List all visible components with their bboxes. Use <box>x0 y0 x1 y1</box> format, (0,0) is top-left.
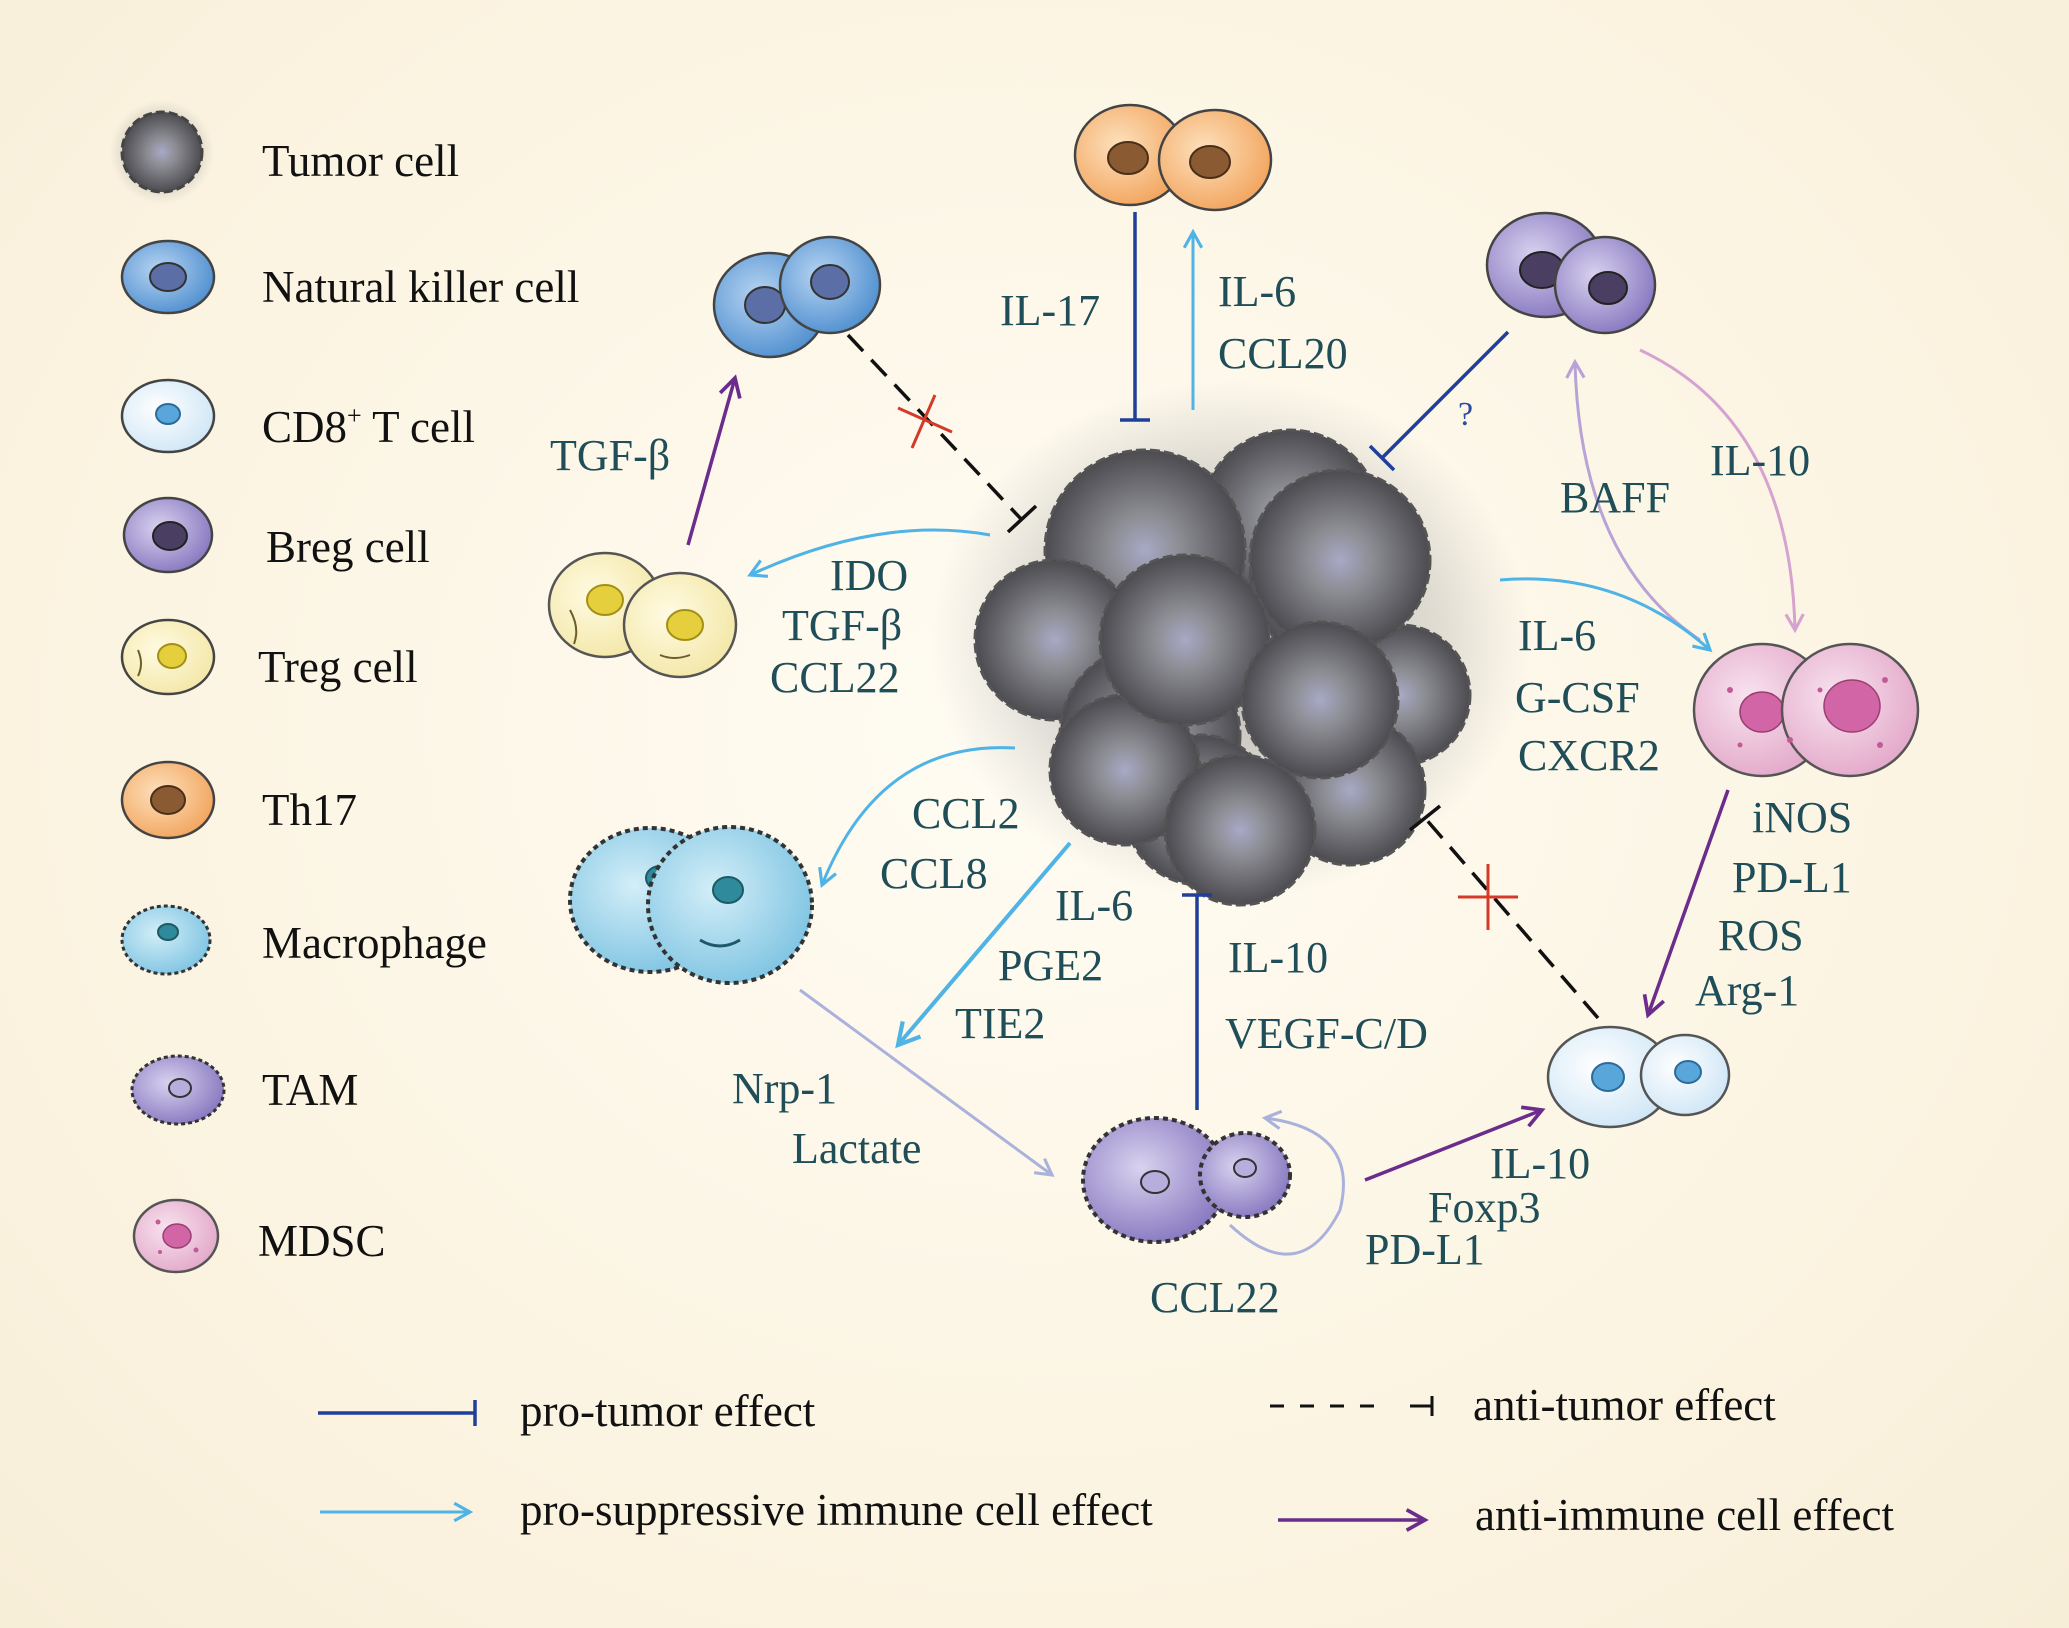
legend-tam-icon <box>130 1054 226 1126</box>
label-gcsf: G-CSF <box>1515 673 1640 722</box>
label-tgfb-tumor: TGF-β <box>782 601 902 650</box>
label-il10-breg: IL-10 <box>1710 436 1810 485</box>
edge-tam-self-loop <box>1228 1109 1345 1256</box>
label-pdl1-tam: PD-L1 <box>1365 1225 1485 1274</box>
key-anti-tumor-symbol <box>1270 1396 1434 1416</box>
tam-pair <box>1081 1116 1292 1244</box>
label-il6-mdsc: IL-6 <box>1518 611 1596 660</box>
key-anti-tumor-label: anti-tumor effect <box>1473 1380 1776 1430</box>
key-pro-tumor-label: pro-tumor effect <box>520 1386 816 1436</box>
legend-cd8-cell-icon <box>120 378 216 454</box>
label-ccl8: CCL8 <box>880 849 988 898</box>
legend-label-treg: Treg cell <box>258 642 418 692</box>
label-lactate: Lactate <box>792 1124 921 1173</box>
label-ccl2: CCL2 <box>912 789 1020 838</box>
legend-label-nk: Natural killer cell <box>262 262 579 312</box>
edge-cd8-anti-tumor <box>1408 804 1600 1020</box>
label-vegf: VEGF-C/D <box>1225 1009 1428 1058</box>
label-arg1: Arg-1 <box>1695 966 1799 1015</box>
edge-tam-to-cd8 <box>1364 1105 1546 1182</box>
cd8-cell-pair <box>1546 1025 1731 1129</box>
label-ccl22-tumor: CCL22 <box>770 653 900 702</box>
legend-macrophage-icon <box>120 904 212 976</box>
edge-breg-to-mdsc-il10 <box>1639 348 1805 634</box>
key-anti-immune-label: anti-immune cell effect <box>1475 1490 1894 1540</box>
legend-label-tumor: Tumor cell <box>262 136 459 186</box>
label-il17: IL-17 <box>1000 286 1100 335</box>
edge-key: pro-tumor effect anti-tumor effect pro-s… <box>318 1380 1894 1540</box>
edge-tumor-to-treg <box>747 528 991 578</box>
label-foxp3: Foxp3 <box>1428 1183 1540 1232</box>
label-tgfb-treg: TGF-β <box>550 431 670 480</box>
label-pdl1-mdsc: PD-L1 <box>1732 853 1852 902</box>
edge-mdsc-to-breg-baff <box>1565 358 1701 642</box>
edge-mdsc-to-cd8 <box>1642 789 1730 1019</box>
key-pro-tumor-symbol <box>318 1400 477 1426</box>
label-baff: BAFF <box>1560 473 1670 522</box>
nk-cell-pair <box>712 235 882 359</box>
label-il6-tam: IL-6 <box>1055 881 1133 930</box>
edge-labels: IL-17 IL-6 CCL20 ? TGF-β IDO TGF-β CCL22… <box>550 267 1852 1322</box>
edge-th17-il17-pro-tumor <box>1120 212 1150 422</box>
legend-label-cd8: CD8+ T cell <box>262 401 475 452</box>
label-il10-cd8: IL-10 <box>1490 1139 1590 1188</box>
legend-tumor-cell-icon <box>110 100 214 204</box>
legend-label-mdsc: MDSC <box>258 1216 386 1266</box>
legend-treg-cell-icon <box>120 618 216 696</box>
legend: Tumor cell Natural killer cell CD8+ T ce… <box>110 100 579 1274</box>
legend-label-macrophage: Macrophage <box>262 918 487 968</box>
legend-nk-cell-icon <box>120 239 216 315</box>
legend-th17-cell-icon <box>120 760 216 840</box>
label-cxcr2: CXCR2 <box>1518 731 1660 780</box>
legend-label-breg: Breg cell <box>266 522 430 572</box>
edge-tumor-to-tam <box>895 841 1072 1049</box>
legend-mdsc-icon <box>132 1198 220 1274</box>
label-il10-tam: IL-10 <box>1228 933 1328 982</box>
edge-breg-pro-tumor <box>1368 330 1510 472</box>
macrophage-pair <box>568 825 814 985</box>
label-il6-th17: IL-6 <box>1218 267 1296 316</box>
edge-macrophage-to-tam <box>799 988 1055 1177</box>
treg-cell-pair <box>547 551 738 679</box>
label-inos: iNOS <box>1752 793 1852 842</box>
edge-tam-pro-tumor <box>1182 893 1212 1110</box>
th17-cell-pair <box>1073 103 1273 212</box>
label-ros: ROS <box>1718 911 1804 960</box>
label-ido: IDO <box>830 551 908 600</box>
label-ccl20: CCL20 <box>1218 329 1348 378</box>
edge-tumor-to-macrophage <box>818 746 1016 889</box>
edge-nk-anti-tumor <box>846 333 1038 534</box>
mdsc-cell-pair <box>1692 642 1920 778</box>
label-pge2: PGE2 <box>998 941 1103 990</box>
label-question: ? <box>1458 396 1473 433</box>
tumor-mass <box>930 380 1530 907</box>
legend-label-tam: TAM <box>262 1065 358 1115</box>
label-tie2: TIE2 <box>955 999 1045 1048</box>
label-nrp1: Nrp-1 <box>732 1064 837 1113</box>
key-pro-suppressive-label: pro-suppressive immune cell effect <box>520 1485 1153 1535</box>
edge-treg-to-nk <box>686 374 742 546</box>
legend-breg-cell-icon <box>122 496 214 574</box>
legend-label-th17: Th17 <box>262 785 357 835</box>
breg-cell-pair <box>1485 211 1657 335</box>
edge-tumor-to-mdsc <box>1499 577 1713 653</box>
label-ccl22-tam: CCL22 <box>1150 1273 1280 1322</box>
